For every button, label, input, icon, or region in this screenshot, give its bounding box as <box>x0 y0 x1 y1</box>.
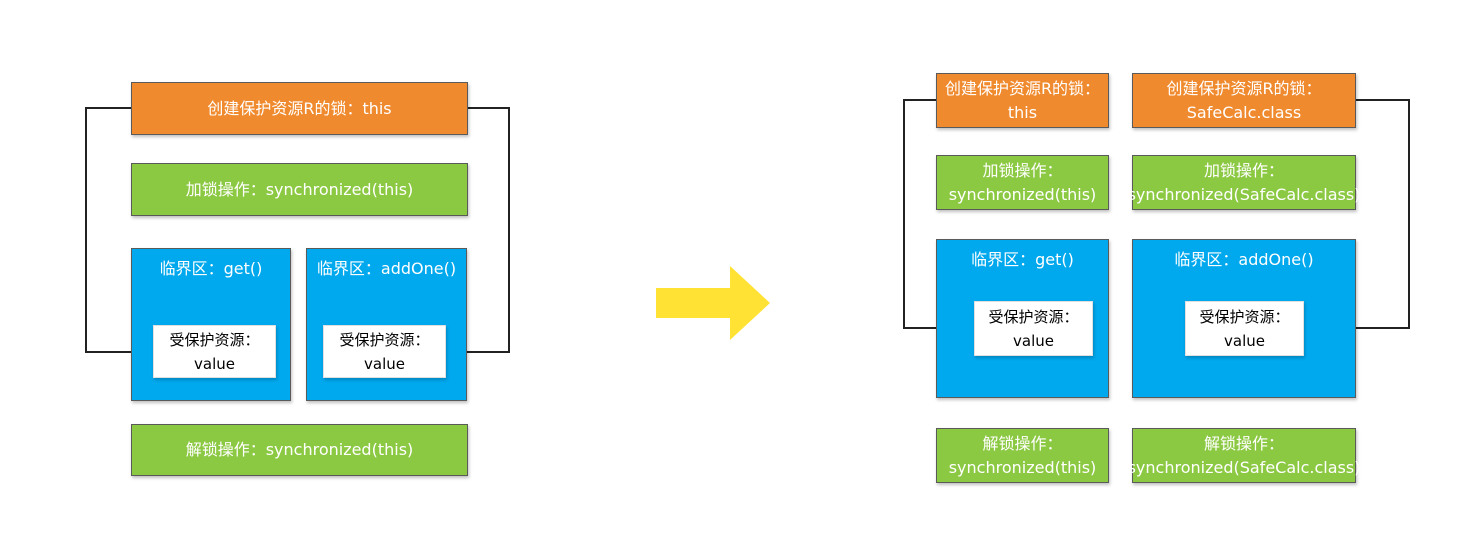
left-lock-op-box: 加锁操作：synchronized(this) <box>131 163 468 216</box>
right-create-lock-class-line2: SafeCalc.class <box>1186 102 1302 122</box>
right-connector-right-top <box>1355 99 1410 101</box>
right-resource-get: 受保护资源： value <box>974 301 1093 356</box>
right-resource-add-label: 受保护资源： <box>1199 307 1290 326</box>
left-create-lock-box: 创建保护资源R的锁：this <box>131 82 468 135</box>
right-unlock-op-class-line1: 解锁操作： <box>1203 433 1284 453</box>
right-create-lock-class-box: 创建保护资源R的锁： SafeCalc.class <box>1132 73 1356 128</box>
right-create-lock-this-box: 创建保护资源R的锁： this <box>936 73 1109 128</box>
left-connector-right-vertical <box>508 107 510 353</box>
right-connector-left-vertical <box>903 99 905 329</box>
right-critical-add-label: 临界区：addOne() <box>1174 250 1314 269</box>
left-resource-get: 受保护资源： value <box>153 325 276 378</box>
right-create-lock-this-line2: this <box>1007 102 1038 122</box>
right-connector-right-vertical <box>1408 99 1410 329</box>
right-connector-right-bottom <box>1312 327 1410 329</box>
right-unlock-op-class-line2: synchronized(SafeCalc.class) <box>1127 457 1361 477</box>
left-connector-left-vertical <box>85 107 87 353</box>
right-connector-left-bottom <box>903 327 967 329</box>
left-resource-add-value: value <box>364 354 405 373</box>
left-lock-op-label: 加锁操作：synchronized(this) <box>185 179 414 199</box>
left-resource-get-label: 受保护资源： <box>169 330 260 349</box>
left-connector-left-top <box>85 107 133 109</box>
right-critical-get-label: 临界区：get() <box>971 250 1074 269</box>
left-resource-get-value: value <box>194 354 235 373</box>
right-unlock-op-this-line2: synchronized(this) <box>948 457 1097 477</box>
right-resource-add: 受保护资源： value <box>1185 301 1304 356</box>
right-connector-left-top <box>903 99 937 101</box>
right-lock-op-this-line2: synchronized(this) <box>948 184 1097 204</box>
left-resource-add: 受保护资源： value <box>323 325 446 378</box>
right-create-lock-this-line1: 创建保护资源R的锁： <box>944 78 1101 98</box>
right-resource-get-value: value <box>1013 331 1054 350</box>
right-lock-op-this-line1: 加锁操作： <box>982 160 1063 180</box>
left-critical-get-label: 临界区：get() <box>159 259 263 278</box>
left-unlock-op-box: 解锁操作：synchronized(this) <box>131 424 468 476</box>
right-lock-op-class-line1: 加锁操作： <box>1203 160 1284 180</box>
right-unlock-op-class-box: 解锁操作： synchronized(SafeCalc.class) <box>1128 428 1360 483</box>
right-resource-add-value: value <box>1224 331 1265 350</box>
left-connector-left-bottom <box>85 351 145 353</box>
right-unlock-op-this-box: 解锁操作： synchronized(this) <box>936 428 1109 483</box>
left-create-lock-label: 创建保护资源R的锁：this <box>207 98 392 118</box>
left-connector-right-top <box>467 107 510 109</box>
arrow-right-icon <box>656 266 770 340</box>
right-lock-op-this-box: 加锁操作： synchronized(this) <box>936 155 1109 210</box>
right-resource-get-label: 受保护资源： <box>988 307 1079 326</box>
left-critical-add-label: 临界区：addOne() <box>316 259 457 278</box>
right-lock-op-class-box: 加锁操作： synchronized(SafeCalc.class) <box>1128 155 1360 210</box>
left-resource-add-label: 受保护资源： <box>339 330 430 349</box>
right-lock-op-class-line2: synchronized(SafeCalc.class) <box>1127 184 1361 204</box>
left-unlock-op-label: 解锁操作：synchronized(this) <box>185 440 414 459</box>
right-create-lock-class-line1: 创建保护资源R的锁： <box>1166 78 1322 98</box>
right-unlock-op-this-line1: 解锁操作： <box>982 433 1063 453</box>
left-connector-right-bottom <box>460 351 510 353</box>
